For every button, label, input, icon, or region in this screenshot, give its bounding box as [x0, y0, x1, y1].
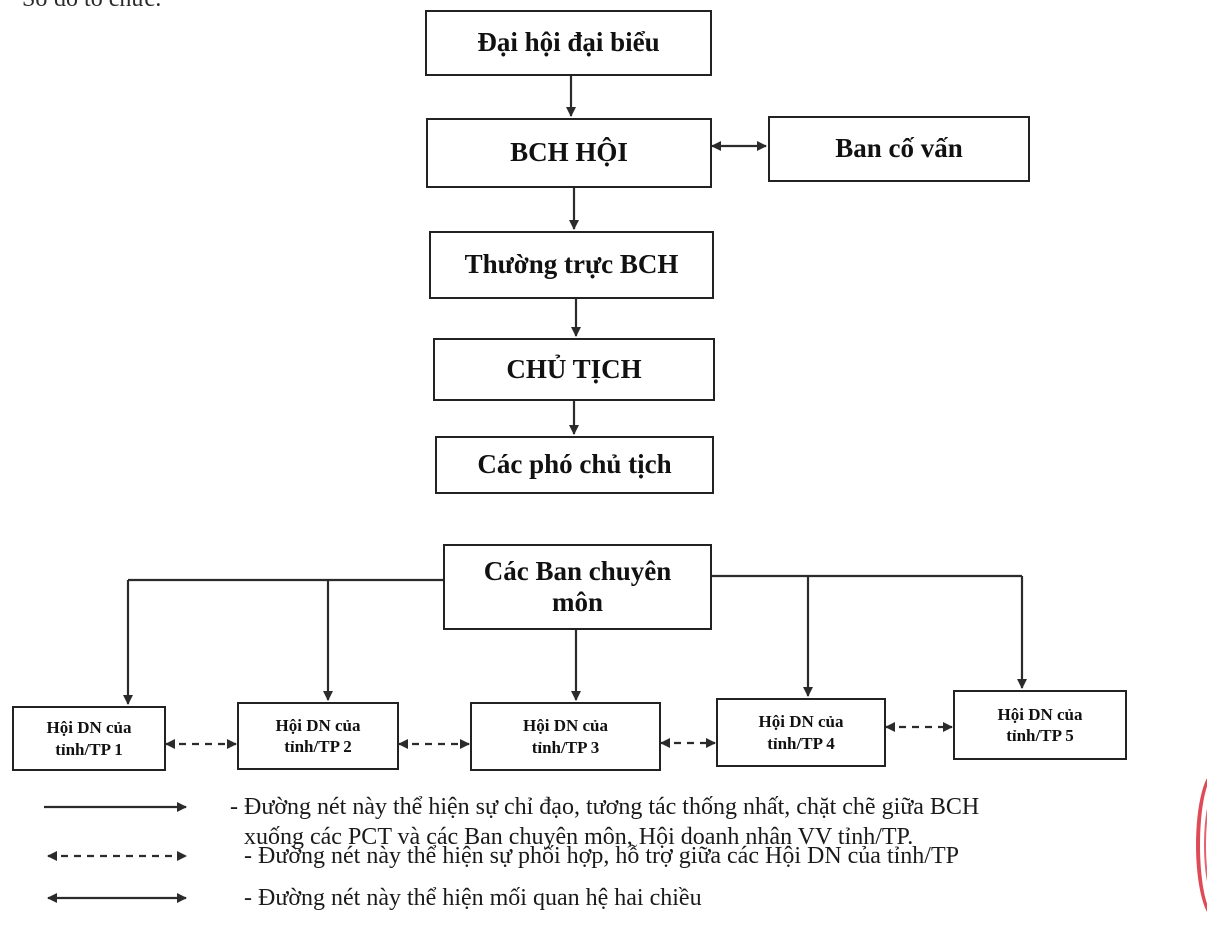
box-tp1-line2: tỉnh/TP 1: [55, 739, 123, 759]
legend-dashed-text: - Đường nét này thể hiện sự phối hợp, hỗ…: [244, 843, 959, 869]
legend-solid-text-line2: xuống các PCT và các Ban chuyên môn, Hội…: [244, 824, 914, 850]
box-tp4-line2: tỉnh/TP 4: [767, 733, 835, 753]
box-tp5-line1: Hội DN của: [997, 704, 1083, 724]
box-thuong-truc-label: Thường trực BCH: [464, 249, 679, 280]
box-hoi-dn-tp4: Hội DN của tỉnh/TP 4: [716, 698, 886, 767]
box-bch-hoi-label: BCH HỘI: [510, 137, 628, 168]
box-chu-tich-label: CHỦ TỊCH: [506, 353, 642, 384]
box-tp4-line1: Hội DN của: [758, 712, 844, 732]
box-thuong-truc-bch: Thường trực BCH: [429, 231, 714, 299]
box-tp1-line1: Hội DN của: [46, 718, 132, 738]
box-chu-tich: CHỦ TỊCH: [433, 338, 715, 401]
box-bch-hoi: BCH HỘI: [426, 118, 712, 188]
box-tp3-line2: tỉnh/TP 3: [531, 737, 600, 757]
box-tp5-line2: tỉnh/TP 5: [1006, 726, 1074, 745]
box-tp2-line1: Hội DN của: [275, 715, 361, 735]
box-ban-co-van-label: Ban cố vấn: [835, 133, 963, 164]
box-hoi-dn-tp1: Hội DN của tỉnh/TP 1: [12, 706, 166, 771]
box-cac-ban-chuyen-mon: Các Ban chuyên môn: [443, 544, 712, 630]
box-dai-hoi-dai-bieu: Đại hội đại biểu: [425, 10, 712, 76]
box-ban-co-van: Ban cố vấn: [768, 116, 1030, 182]
box-cac-pho-chu-tich: Các phó chủ tịch: [435, 436, 714, 494]
box-hoi-dn-tp5: Hội DN của tỉnh/TP 5: [953, 690, 1127, 760]
box-hoi-dn-tp2: Hội DN của tỉnh/TP 2: [237, 702, 399, 770]
legend-bidirectional-text: - Đường nét này thể hiện mối quan hệ hai…: [244, 885, 702, 911]
box-tp2-line2: tỉnh/TP 2: [284, 737, 352, 756]
legend-solid-text-line1: - Đường nét này thể hiện sự chỉ đạo, tươ…: [230, 794, 980, 820]
box-dai-hoi-label: Đại hội đại biểu: [477, 27, 660, 58]
box-pho-chu-tich-label: Các phó chủ tịch: [477, 449, 672, 480]
box-ban-chuyen-mon-line2: môn: [551, 587, 603, 617]
box-tp3-line1: Hội DN của: [523, 716, 608, 736]
box-hoi-dn-tp3: Hội DN của tỉnh/TP 3: [470, 702, 661, 771]
top-cropped-heading: Sơ đồ tổ chức:: [22, 0, 162, 13]
box-ban-chuyen-mon-line1: Các Ban chuyên: [483, 555, 672, 586]
